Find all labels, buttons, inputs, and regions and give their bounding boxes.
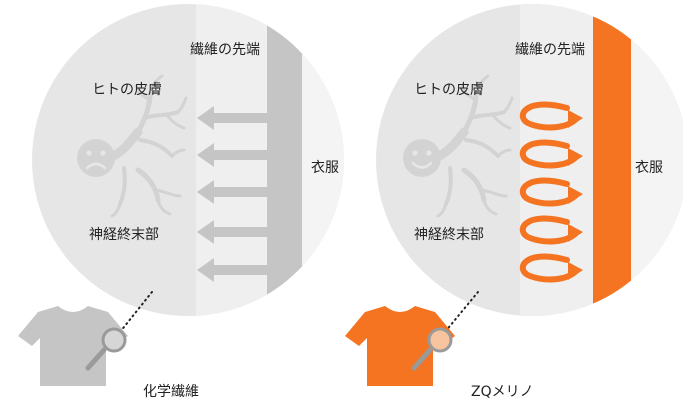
right-fabric-band [593, 4, 631, 316]
left-sad-face-icon [77, 139, 115, 177]
right-fiber-tip-label: 繊維の先端 [515, 42, 585, 58]
left-fiber-tip-label: 繊維の先端 [190, 42, 260, 58]
right-clothing-label: 衣服 [635, 160, 663, 176]
left-tshirt-icon [18, 306, 128, 386]
right-tshirt-icon [345, 306, 455, 386]
right-curl-arrow-3 [519, 177, 583, 207]
left-connector-line [111, 291, 153, 343]
right-curl-arrows [519, 101, 583, 283]
left-arrow-5 [197, 258, 267, 282]
left-arrow-4 [197, 220, 267, 244]
right-curl-arrow-2 [519, 139, 583, 169]
left-fabric-band [267, 4, 302, 316]
left-nerve-ending [105, 74, 188, 218]
left-nerve-label: 神経終末部 [89, 227, 159, 243]
right-curl-arrow-4 [519, 215, 583, 245]
left-arrow-1 [197, 106, 267, 130]
left-caption: 化学繊維 [143, 384, 199, 400]
right-curl-arrow-1 [519, 101, 583, 131]
left-arrow-2 [197, 143, 267, 167]
right-curl-arrow-5 [519, 253, 583, 283]
right-magnifier-icon [411, 327, 453, 371]
right-skin-label: ヒトの皮膚 [414, 82, 484, 98]
right-caption: ZQメリノ [471, 384, 534, 400]
right-happy-face-icon [403, 139, 441, 177]
left-magnifier-icon [85, 327, 127, 371]
left-skin-label: ヒトの皮膚 [92, 82, 162, 98]
right-nerve-label: 神経終末部 [414, 227, 484, 243]
left-clothing-label: 衣服 [311, 160, 339, 176]
left-arrows [197, 106, 267, 282]
left-arrow-3 [197, 180, 267, 204]
